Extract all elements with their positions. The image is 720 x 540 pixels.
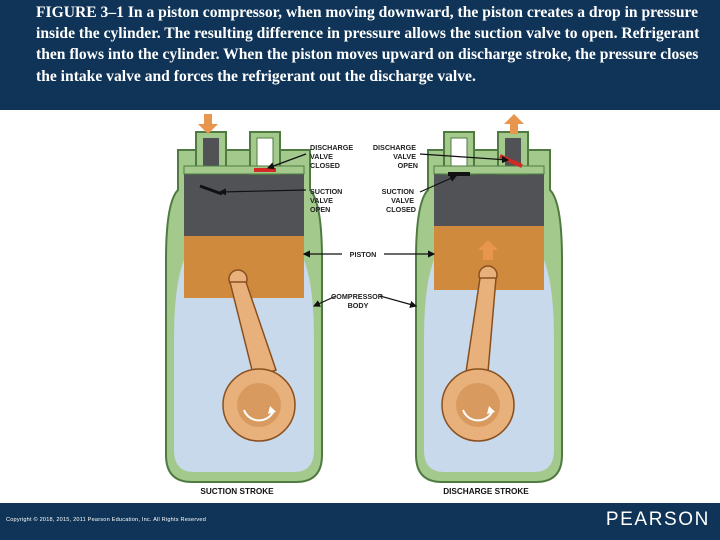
- label-discharge-valve-open: DISCHARGE VALVE OPEN: [373, 143, 418, 170]
- pearson-logo: PEARSON: [606, 509, 710, 531]
- figure-caption: FIGURE 3–1 In a piston compressor, when …: [36, 2, 708, 87]
- footer-bar: Copyright © 2018, 2015, 2011 Pearson Edu…: [0, 503, 720, 540]
- suction-valve-closed: [448, 172, 470, 176]
- discharge-stroke-compressor: [416, 114, 562, 482]
- label-suction-stroke: SUCTION STROKE: [200, 487, 274, 496]
- suction-stroke-compressor: [166, 114, 322, 482]
- compressor-diagram: DISCHARGE VALVE CLOSED SUCTION VALVE OPE…: [0, 110, 720, 503]
- label-piston: PISTON: [350, 250, 377, 259]
- label-compressor-body: COMPRESSOR BODY: [331, 292, 385, 310]
- discharge-valve-closed: [254, 168, 276, 172]
- valve-head-right: [434, 172, 544, 222]
- label-discharge-stroke: DISCHARGE STROKE: [443, 487, 529, 496]
- valve-head-left: [184, 172, 304, 222]
- caption-banner: FIGURE 3–1 In a piston compressor, when …: [0, 0, 720, 110]
- label-suction-valve-closed: SUCTION VALVE CLOSED: [382, 187, 416, 214]
- label-suction-valve-open: SUCTION VALVE OPEN: [310, 187, 344, 214]
- label-discharge-valve-closed: DISCHARGE VALVE CLOSED: [310, 143, 355, 170]
- copyright-notice: Copyright © 2018, 2015, 2011 Pearson Edu…: [6, 517, 206, 523]
